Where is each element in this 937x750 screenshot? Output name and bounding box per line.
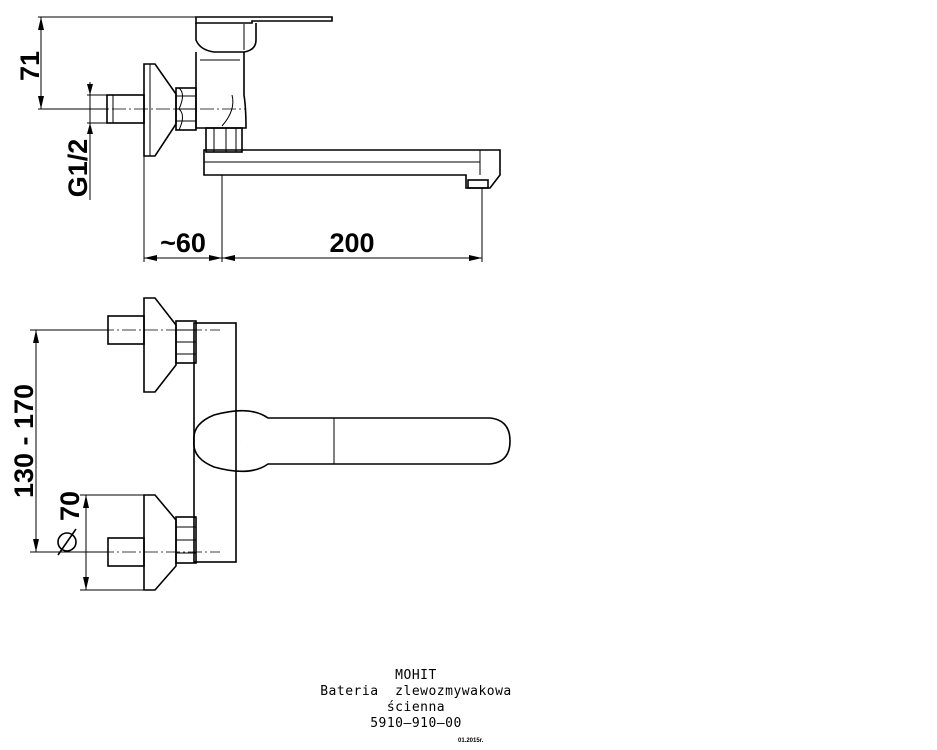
valve-body (195, 52, 247, 129)
dim-rosette: 70 (55, 491, 85, 521)
dim-reach: 200 (329, 228, 374, 258)
drawing-date: 01.2015r. (458, 738, 484, 744)
product-description-1: Bateria zlewozmywakowa (320, 684, 512, 699)
dim-thread: G1/2 (63, 139, 93, 198)
product-code: 5910–910–00 (370, 716, 462, 731)
side-view: 71 G1/2 ~60 200 (15, 16, 501, 262)
dim-spacing: 130 - 170 (9, 384, 39, 498)
top-view: 130 - 170 70 (9, 297, 511, 591)
dim-71: 71 (15, 51, 45, 81)
dim-offset: ~60 (160, 228, 206, 258)
rosette-side (143, 63, 177, 157)
rosette-upper (143, 297, 177, 393)
handle-body (195, 23, 257, 53)
product-name: MOHIT (395, 668, 437, 683)
product-description-2: ścienna (386, 700, 446, 715)
spout-top (193, 409, 511, 473)
title-block: MOHIT Bateria zlewozmywakowa ścienna 591… (296, 668, 536, 732)
spout-side (203, 149, 501, 189)
handle-lever (195, 16, 333, 24)
body-bar (193, 322, 237, 563)
rosette-lower (143, 494, 177, 591)
diameter-symbol (57, 528, 77, 556)
